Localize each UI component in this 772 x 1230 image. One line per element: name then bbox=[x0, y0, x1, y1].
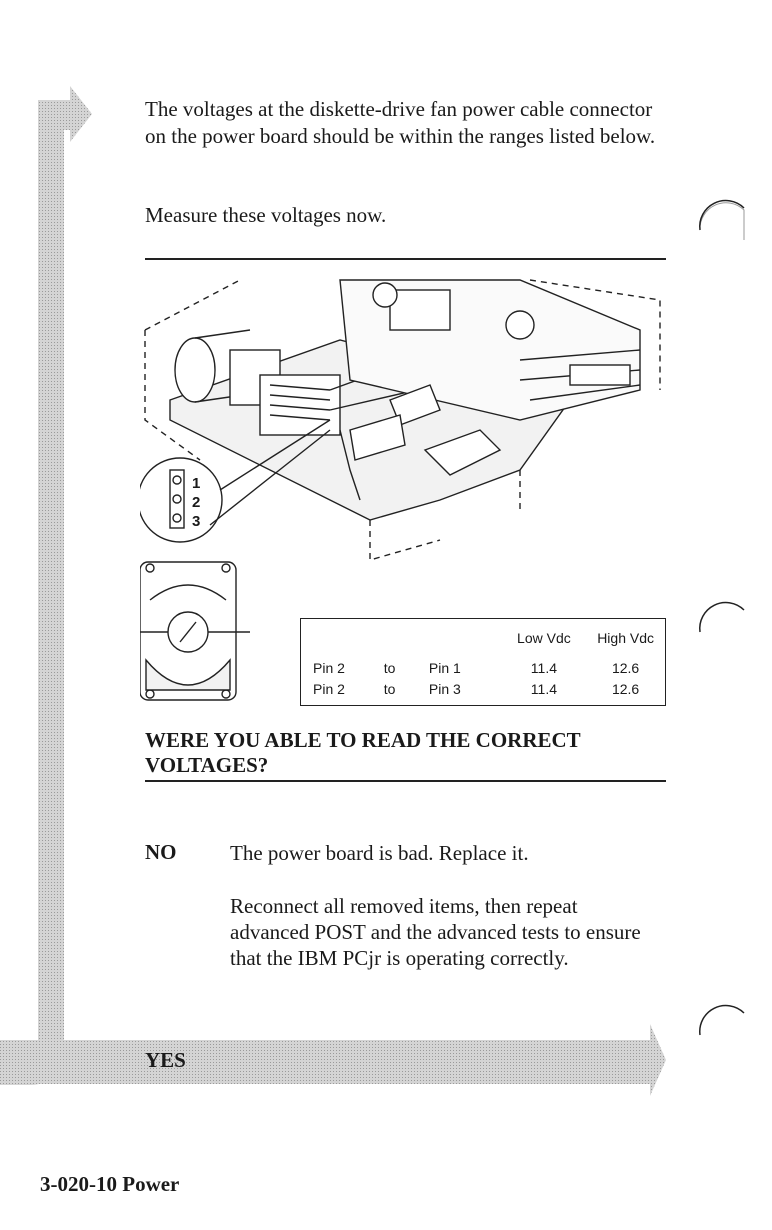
hole-punch-mark bbox=[699, 1004, 745, 1036]
top-divider bbox=[145, 258, 666, 260]
row-low: 11.4 bbox=[530, 680, 558, 697]
left-flow-bar bbox=[0, 86, 92, 1085]
measure-instruction: Measure these voltages now. bbox=[145, 203, 387, 227]
hole-punch-mark bbox=[699, 199, 745, 240]
pin-label-2: 2 bbox=[192, 494, 201, 511]
no-text-replace: The power board is bad. Replace it. bbox=[230, 841, 529, 865]
yes-label: YES bbox=[145, 1048, 186, 1072]
question-divider bbox=[145, 780, 666, 782]
pin-label-1: 1 bbox=[192, 475, 201, 492]
intro-paragraph: The voltages at the diskette-drive fan p… bbox=[145, 97, 656, 148]
col-header-high: High Vdc bbox=[597, 630, 654, 646]
row-from: Pin 2 bbox=[313, 659, 345, 676]
row-to-word: to bbox=[383, 659, 396, 676]
yes-flow-arrow bbox=[30, 1024, 666, 1096]
row-to: Pin 3 bbox=[428, 680, 461, 697]
row-from: Pin 2 bbox=[313, 680, 345, 697]
table-row: Pin 2 to Pin 1 11.4 12.6 bbox=[313, 657, 665, 678]
table-row: Pin 2 to Pin 3 11.4 12.6 bbox=[313, 678, 665, 699]
pin-label-3: 3 bbox=[192, 513, 201, 530]
col-header-low: Low Vdc bbox=[517, 630, 571, 646]
row-high: 12.6 bbox=[611, 680, 640, 697]
hole-punch-mark bbox=[699, 601, 745, 633]
row-to-word: to bbox=[383, 680, 396, 697]
row-low: 11.4 bbox=[530, 659, 558, 676]
no-text-reconnect: Reconnect all removed items, then repeat… bbox=[230, 894, 641, 970]
page-footer: 3-020-10 Power bbox=[40, 1172, 180, 1196]
pin-number-labels: 1 2 3 bbox=[192, 474, 200, 531]
power-board-illustration bbox=[140, 279, 661, 701]
voltage-range-table: Low Vdc High Vdc Pin 2 to Pin 1 11.4 12.… bbox=[300, 618, 666, 706]
row-to: Pin 1 bbox=[428, 659, 461, 676]
question-heading: WERE YOU ABLE TO READ THE CORRECT VOLTAG… bbox=[145, 728, 581, 777]
row-high: 12.6 bbox=[611, 659, 640, 676]
no-label: NO bbox=[145, 840, 177, 864]
